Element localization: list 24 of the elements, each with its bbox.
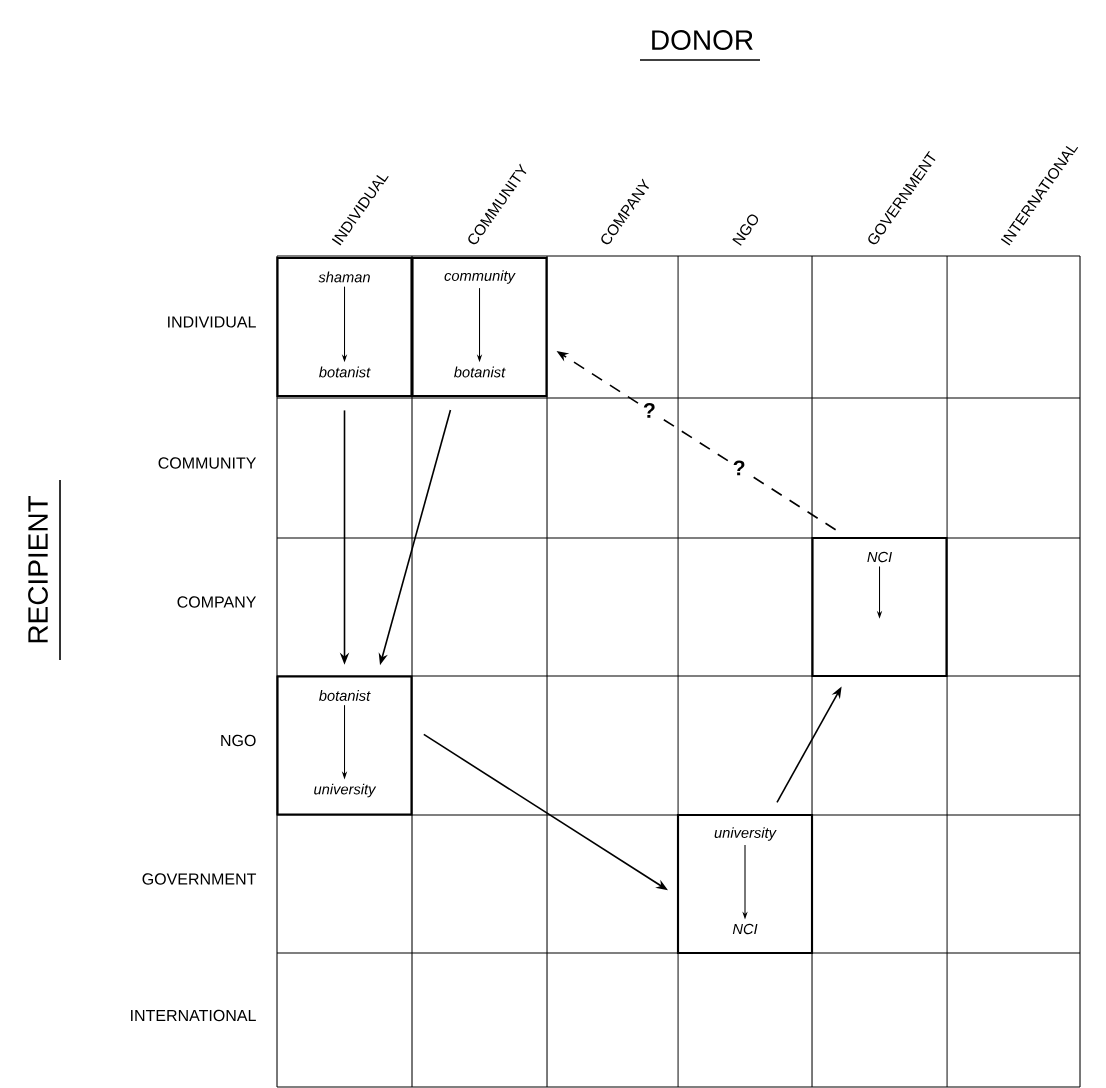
highlighted-cell — [276, 675, 413, 816]
row-header: INTERNATIONAL — [131, 1009, 256, 1022]
cell-text: botanist — [319, 690, 371, 701]
highlighted-cell — [811, 536, 948, 678]
axis-title: RECIPIENT — [28, 496, 48, 643]
row-header: NGO — [221, 734, 256, 747]
highlighted-cell — [276, 256, 413, 398]
row-header: COMMUNITY — [158, 457, 257, 469]
cell-text: university — [714, 827, 777, 841]
cell-text: community — [444, 270, 516, 284]
cell-text: botanist — [454, 366, 506, 378]
row-header: COMPANY — [177, 596, 257, 608]
axis-title: DONOR — [652, 30, 753, 50]
edge-label: ? — [733, 460, 745, 476]
question-mark: ? — [643, 402, 655, 418]
cell-text: shaman — [318, 271, 370, 283]
cell-text: NCI — [867, 551, 892, 563]
highlighted-cell — [411, 256, 548, 398]
cell-text: NCI — [732, 923, 758, 935]
highlighted-cell — [676, 813, 814, 955]
cell-text: university — [314, 783, 377, 798]
row-header: GOVERNMENT — [142, 873, 257, 885]
cell-text: botanist — [319, 366, 371, 378]
row-header: INDIVIDUAL — [168, 316, 256, 328]
